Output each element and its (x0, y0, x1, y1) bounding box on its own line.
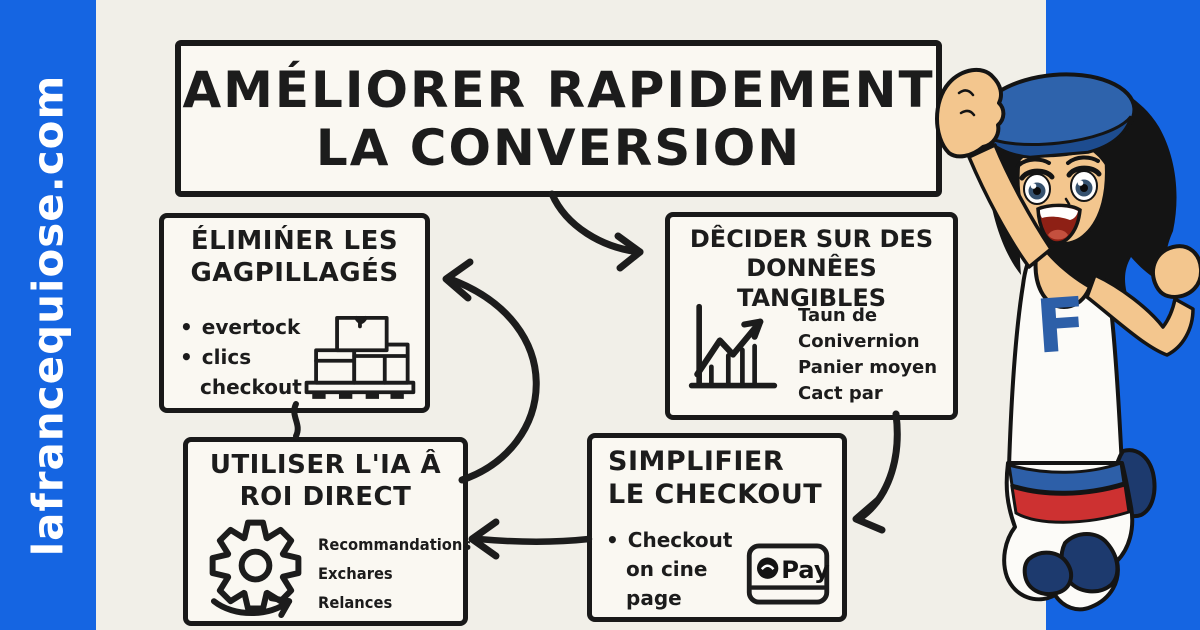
gear-icon (209, 519, 302, 619)
pay-logo-mark (757, 557, 779, 579)
box-decider-heading-line2: DONNÊES TANGIBLES (736, 254, 887, 312)
metric-line: Cact par (798, 383, 883, 404)
bullet-item: evertock (180, 312, 302, 342)
pay-button-icon: Pay (746, 543, 830, 605)
raised-fist (935, 67, 1006, 159)
arrow-decider-to-simplifier-head (852, 496, 886, 534)
pallet-boxes-icon (304, 315, 416, 399)
box-utiliser-features: Recommandations Exchares Relances (318, 530, 471, 617)
arrow-title-to-decider (548, 190, 644, 256)
box-utiliser-ia: UTILISER L'IA Â ROI DIRECT Recommandatio… (183, 437, 471, 626)
box-eliminer-heading: ÉLIMIŃER LES GAGPILLAGÉS (164, 226, 425, 289)
feature-line: Relances (318, 593, 393, 612)
main-title-box: AMÉLIORER RAPIDEMENT LA CONVERSION (175, 40, 942, 197)
feature-line: Recommandations (318, 535, 472, 554)
box-simplifier-bullets: Checkout on cine page (606, 526, 732, 613)
box-simplifier-heading-line2: LE CHECKOUT (608, 478, 823, 510)
box-utiliser-heading: UTILISER L'IA Â ROI DIRECT (188, 450, 463, 513)
box-utiliser-heading-line2: ROI DIRECT (239, 481, 412, 512)
bullet-item: Checkout (606, 526, 733, 555)
main-title-line1: AMÉLIORER RAPIDEMENT (182, 60, 935, 119)
box-decider-heading-line1: DÊCIDER SUR DES (689, 225, 934, 253)
box-eliminer-gaspillages: ÉLIMIŃER LES GAGPILLAGÉS evertock clics … (159, 213, 430, 413)
arrow-title-to-decider-head (614, 232, 644, 272)
box-eliminer-heading-line1: ÉLIMIŃER LES (190, 226, 399, 256)
box-utiliser-heading-line1: UTILISER L'IA Â (209, 450, 442, 480)
feature-line: Exchares (318, 564, 393, 583)
right-accent-bar (1046, 0, 1200, 630)
arrow-simplifier-to-utiliser (474, 535, 593, 545)
box-decider-donnees: DÊCIDER SUR DES DONNÊES TANGIBLES Taun d… (665, 212, 958, 420)
left-accent-bar: lafrancequiose.com (0, 0, 96, 630)
site-watermark: lafrancequiose.com (23, 74, 73, 556)
pay-button-label: Pay (781, 556, 830, 584)
growth-chart-icon (688, 303, 778, 389)
bullet-item: checkout (200, 375, 302, 399)
box-simplifier-checkout: SIMPLIFIER LE CHECKOUT Checkout on cine … (587, 433, 847, 622)
bullet-item: on cine (626, 557, 708, 581)
box-decider-heading: DÊCIDER SUR DES DONNÊES TANGIBLES (670, 225, 953, 313)
bullet-item: clics (180, 342, 302, 372)
box-decider-metrics: Taun de Conivernion Panier moyen Cact pa… (798, 303, 937, 407)
metric-line: Conivernion (798, 331, 920, 352)
arrow-simplifier-to-utiliser-head (468, 518, 500, 560)
bullet-item: page (626, 586, 682, 610)
box-eliminer-heading-line2: GAGPILLAGÉS (190, 257, 399, 288)
box-eliminer-bullets: evertock clics checkout (180, 312, 302, 402)
box-simplifier-heading: SIMPLIFIER LE CHECKOUT (608, 446, 842, 512)
arrow-utiliser-to-eliminer-head (442, 258, 474, 302)
metric-line: Panier moyen (798, 357, 938, 378)
main-title-line2: LA CONVERSION (315, 118, 802, 177)
box-simplifier-heading-line1: SIMPLIFIER (608, 446, 785, 477)
arrow-decider-to-simplifier (856, 410, 901, 522)
metric-line: Taun de (798, 305, 878, 326)
